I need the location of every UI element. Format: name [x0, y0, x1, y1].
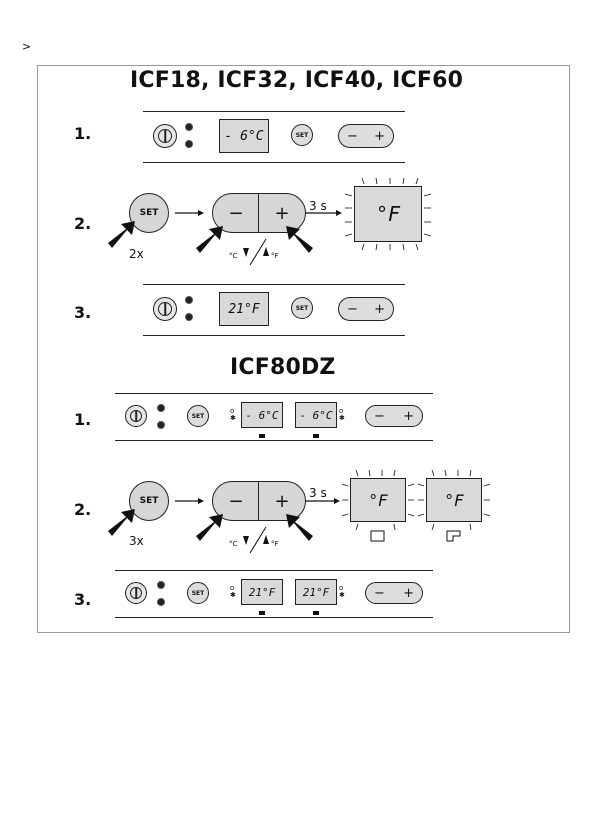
right-arrow-icon — [305, 498, 340, 504]
power-knob-icon — [125, 582, 147, 604]
snowflake-icon: o✱ — [339, 585, 345, 599]
press-arrow-icon — [108, 509, 135, 536]
set-button: SET — [187, 582, 209, 604]
blink-rays — [342, 470, 490, 530]
led-indicator-icon — [157, 581, 165, 589]
right-arrow-icon — [175, 498, 204, 504]
down-arrow-icon — [243, 536, 249, 545]
led-indicator-icon — [157, 598, 165, 606]
s2-step3-display-right: 21°F — [295, 579, 337, 605]
zone-left-icon — [259, 611, 265, 615]
snowflake-icon: o✱ — [230, 585, 236, 599]
zone-right-icon — [447, 531, 460, 541]
minus-label: − — [374, 586, 385, 601]
s2-step3-display-left: 21°F — [241, 579, 283, 605]
up-arrow-icon — [263, 535, 269, 544]
minus-plus-button: − + — [365, 582, 423, 604]
zone-right-icon — [313, 611, 319, 615]
plus-label: + — [403, 586, 414, 601]
zone-left-icon — [371, 531, 384, 541]
s2-step3-control-panel: SET o✱ 21°F 21°F o✱ − + — [115, 570, 433, 618]
s2-step3-label: 3. — [74, 590, 91, 609]
press-arrow-icon — [286, 514, 313, 541]
press-arrow-icon — [196, 514, 223, 541]
